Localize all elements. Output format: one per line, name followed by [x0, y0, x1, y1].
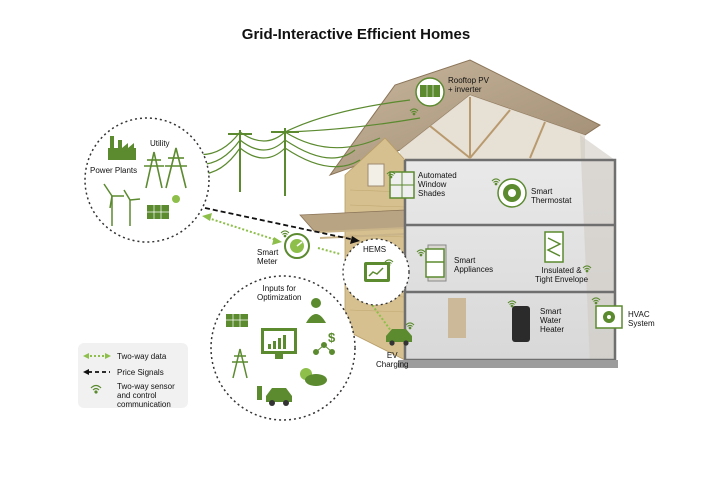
legend-price-swatch: [83, 369, 110, 375]
person-icon: [306, 298, 326, 323]
hvac-icon: [595, 305, 623, 329]
label-inputs: Inputs for Optimization: [257, 284, 302, 302]
label-hems: HEMS: [363, 245, 387, 254]
price-signal-line: [204, 207, 356, 241]
attic-window: [367, 163, 385, 187]
label-smart-thermostat: Smart Thermostat: [531, 187, 572, 205]
legend-box: [78, 343, 188, 408]
dollar-network-icon: [313, 342, 335, 355]
label-rooftop-pv: Rooftop PV + inverter: [448, 76, 489, 94]
transmission-tower-icon: [144, 147, 187, 189]
smart-appliance-icon: [425, 248, 445, 278]
label-utility: Utility: [150, 139, 170, 148]
label-ev-charging: EV Charging: [376, 351, 409, 369]
label-power-plants: Power Plants: [90, 166, 138, 175]
power-lines: [179, 99, 421, 175]
attic-gable: [400, 95, 585, 160]
label-insulated: Insulated & Tight Envelope: [535, 266, 589, 284]
thermostat-icon: [497, 178, 527, 208]
weather-icon: [300, 368, 327, 386]
label-smart-appliances: Smart Appliances: [454, 256, 494, 274]
wind-turbine-icon: [103, 183, 141, 226]
porch-deck: [319, 227, 406, 239]
house-roof: [328, 59, 601, 177]
hems-tablet-icon: [364, 262, 390, 282]
label-window-shades: Automated Window Shades: [418, 171, 457, 198]
transmission-tower-small-icon: [232, 348, 248, 379]
stairs: [448, 298, 466, 338]
price-signal-arrowhead: [350, 236, 360, 244]
ev-car-icon: [257, 386, 292, 406]
attic-trusses: [429, 97, 546, 159]
smart-meter-icon: [284, 233, 310, 259]
label-smart-water-heater: Smart Water Heater: [540, 307, 565, 334]
page-title: Grid-Interactive Efficient Homes: [241, 26, 471, 43]
legend-two-way-swatch: [83, 353, 111, 359]
ev-charging-car-icon: [386, 329, 412, 346]
house: [299, 59, 618, 368]
legend-two-way-label: Two-way data: [117, 352, 167, 361]
legend-sensor-label: Two-way sensor and control communication: [117, 382, 175, 409]
solar-farm-icon: [147, 195, 180, 219]
insulation-icon: [544, 231, 564, 263]
wifi-sensor-icons: [280, 108, 601, 330]
data-arrowhead-2: [272, 237, 282, 245]
foundation: [398, 360, 618, 368]
rooftop-pv-icon: [415, 77, 445, 107]
dollar-icon: $: [328, 330, 336, 345]
factory-icon: [108, 136, 136, 160]
water-heater: [512, 306, 530, 342]
data-arrowhead-1: [202, 213, 212, 221]
legend-sensor-icon: [90, 384, 102, 394]
legend-price-label: Price Signals: [117, 368, 164, 377]
monitor-chart-icon: [261, 328, 297, 359]
solar-panel-icon: [226, 314, 248, 327]
label-smart-meter: Smart Meter: [257, 248, 279, 266]
utility-poles: [228, 128, 299, 196]
label-hvac: HVAC System: [628, 310, 655, 328]
